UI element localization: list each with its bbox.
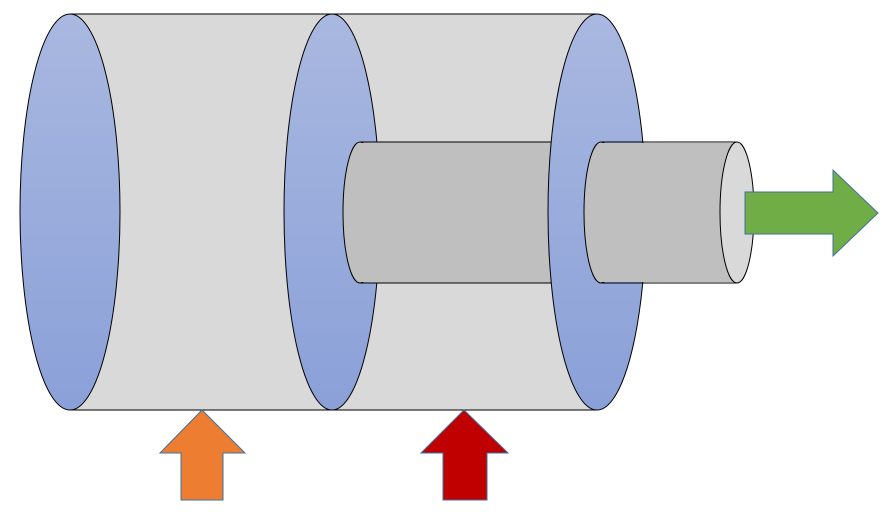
input-arrow-orange [158, 409, 247, 501]
input-arrow-red [419, 409, 510, 501]
inner-shaft-section-2 [583, 141, 755, 284]
output-arrow-right [744, 168, 879, 258]
left-cylinder-face [19, 13, 121, 411]
inner-shaft-section-1 [342, 141, 560, 284]
